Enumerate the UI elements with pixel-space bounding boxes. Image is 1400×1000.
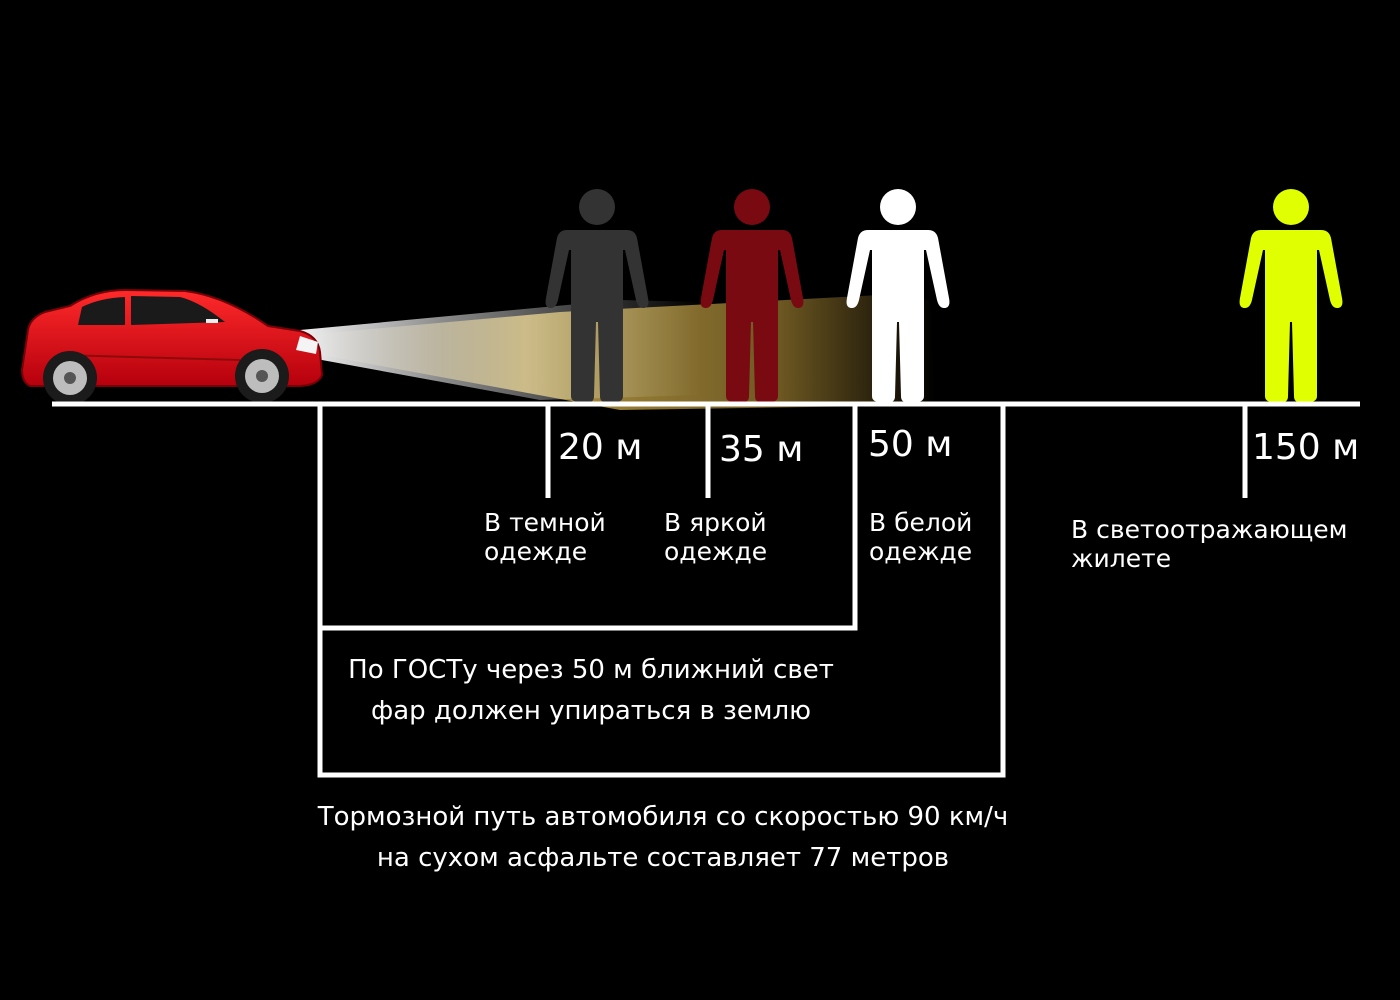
distance-vest: 150 м: [1252, 427, 1359, 468]
label-white-line2: одежде: [869, 537, 972, 566]
person-reflective-vest-icon: [1239, 189, 1343, 402]
braking-note-line2: на сухом асфальте составляет 77 метров: [377, 843, 949, 873]
front-wheel: [235, 349, 289, 403]
braking-bracket: [317, 404, 1006, 778]
body: [545, 230, 649, 402]
braking-note-line1: Тормозной путь автомобиля со скоростью 9…: [317, 802, 1009, 832]
label-vest-line2: жилете: [1071, 544, 1171, 573]
distance-white: 50 м: [868, 424, 952, 465]
head: [1273, 189, 1309, 225]
head: [880, 189, 916, 225]
head: [579, 189, 615, 225]
label-bright-line2: одежде: [664, 537, 767, 566]
body: [700, 230, 804, 402]
body: [846, 230, 950, 402]
person-dark-clothing-icon: [545, 189, 649, 402]
gost-bracket: [317, 404, 858, 631]
rear-wheel: [43, 351, 97, 405]
distance-bright: 35 м: [719, 429, 803, 470]
gost-note-line2: фар должен упираться в землю: [371, 696, 811, 726]
label-dark-line1: В темной: [484, 508, 606, 537]
distance-ticks: [545, 404, 1248, 498]
label-bright-line1: В яркой: [664, 508, 767, 537]
gost-note-line1: По ГОСТу через 50 м ближний свет: [348, 655, 834, 685]
label-white-line1: В белой: [869, 508, 972, 537]
person-white-clothing-icon: [846, 189, 950, 402]
label-dark-line2: одежде: [484, 537, 587, 566]
label-vest-line1: В светоотражающем: [1071, 515, 1348, 544]
car-icon: [20, 288, 324, 405]
distance-dark: 20 м: [558, 427, 642, 468]
head: [734, 189, 770, 225]
body: [1239, 230, 1343, 402]
person-bright-clothing-icon: [700, 189, 804, 402]
